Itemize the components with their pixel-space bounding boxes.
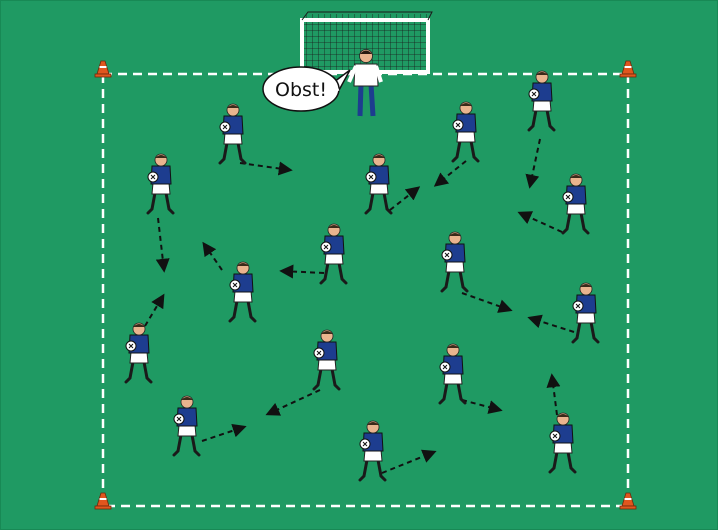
goal-net-icon (302, 12, 432, 72)
coach-speech-text: Obst! (275, 79, 327, 101)
